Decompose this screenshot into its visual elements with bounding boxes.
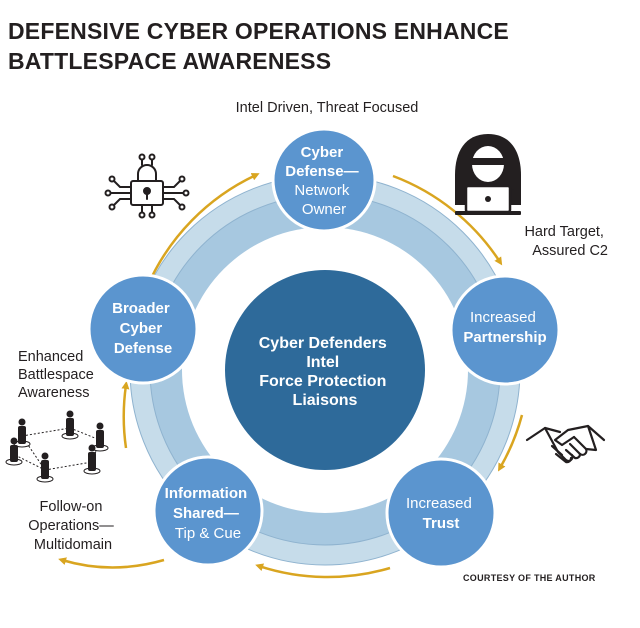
svg-text:Cyber Defense— Net: Cyber Defense— Network Owner <box>285 144 363 218</box>
handshake-icon <box>525 424 606 464</box>
note-enhanced-line-1: Enhanced <box>18 349 83 365</box>
node-cyber-defense-line-4: Owner <box>302 201 346 218</box>
note-hard-target: Hard Target, Assured C2 <box>524 224 608 259</box>
node-information-shared-line-2: Shared— <box>173 505 239 522</box>
cycle-arrow <box>392 174 503 266</box>
center-line-2: Intel <box>306 354 339 371</box>
node-information-shared-line-3: Tip & Cue <box>175 525 241 542</box>
note-hard-target-line-2: Assured C2 <box>532 243 608 259</box>
svg-text:Information Shared—: Information Shared— Tip & Cue <box>165 485 252 542</box>
center-label: Cyber Defenders Intel Force Protection L… <box>259 335 392 409</box>
center-line-1: Cyber Defenders <box>259 335 387 352</box>
node-cyber-defense-line-3: Network <box>294 182 350 199</box>
credit-line: COURTESY OF THE AUTHOR <box>463 573 596 583</box>
node-broader-defense-line-1: Broader <box>112 300 170 317</box>
note-hard-target-line-1: Hard Target, <box>524 224 604 240</box>
note-enhanced-line-3: Awareness <box>18 385 89 401</box>
node-broader-defense-line-2: Cyber <box>120 320 163 337</box>
node-broader-defense-line-3: Defense <box>114 340 172 357</box>
node-broader-defense: Broader Cyber Defense <box>87 273 199 385</box>
note-follow-on-line-3: Multidomain <box>34 537 112 553</box>
node-cyber-defense-line-1: Cyber <box>301 144 344 161</box>
svg-text:Increased Partnership: Increased Partnership <box>463 309 546 346</box>
hooded-hacker-laptop-icon <box>455 134 521 215</box>
node-cyber-defense-line-2: Defense— <box>285 163 358 180</box>
cycle-arrow <box>121 381 130 449</box>
note-enhanced-line-2: Battlespace <box>18 367 94 383</box>
note-follow-on-line-2: Operations— <box>28 518 114 534</box>
node-partnership-line-2: Partnership <box>463 329 546 346</box>
page-title: DEFENSIVE CYBER OPERATIONS ENHANCE BATTL… <box>8 16 628 76</box>
people-network-icon <box>5 410 109 483</box>
center-line-3: Force Protection <box>259 373 386 390</box>
follow-on-arrow <box>58 557 165 569</box>
node-information-shared: Information Shared— Tip & Cue <box>152 455 264 567</box>
node-cyber-defense: Cyber Defense— Network Owner <box>271 127 377 233</box>
center-circle <box>225 270 425 470</box>
node-trust-line-1: Increased <box>406 495 472 512</box>
note-follow-on-line-1: Follow-on <box>40 499 103 515</box>
svg-text:Increased Trust: Increased Trust <box>406 495 476 532</box>
cycle-arrow <box>497 414 524 472</box>
node-trust-line-2: Trust <box>423 515 460 532</box>
node-partnership: Increased Partnership <box>449 274 561 386</box>
center-line-4: Liaisons <box>293 392 358 409</box>
note-follow-on: Follow-on Operations— Multidomain <box>28 499 117 553</box>
title-line-1: DEFENSIVE CYBER OPERATIONS ENHANCE <box>8 18 509 44</box>
cycle-arrow <box>255 563 391 579</box>
padlock-circuit-icon <box>104 153 190 219</box>
node-trust: Increased Trust <box>385 457 497 569</box>
node-partnership-line-1: Increased <box>470 309 536 326</box>
cycle-arrow <box>146 173 260 286</box>
title-line-2: BATTLESPACE AWARENESS <box>8 48 332 74</box>
node-information-shared-line-1: Information <box>165 485 248 502</box>
note-intel-driven: Intel Driven, Threat Focused <box>236 100 419 116</box>
note-enhanced-awareness: Enhanced Battlespace Awareness <box>18 349 98 401</box>
svg-text:Broader Cyber Defe: Broader Cyber Defense <box>112 300 174 357</box>
